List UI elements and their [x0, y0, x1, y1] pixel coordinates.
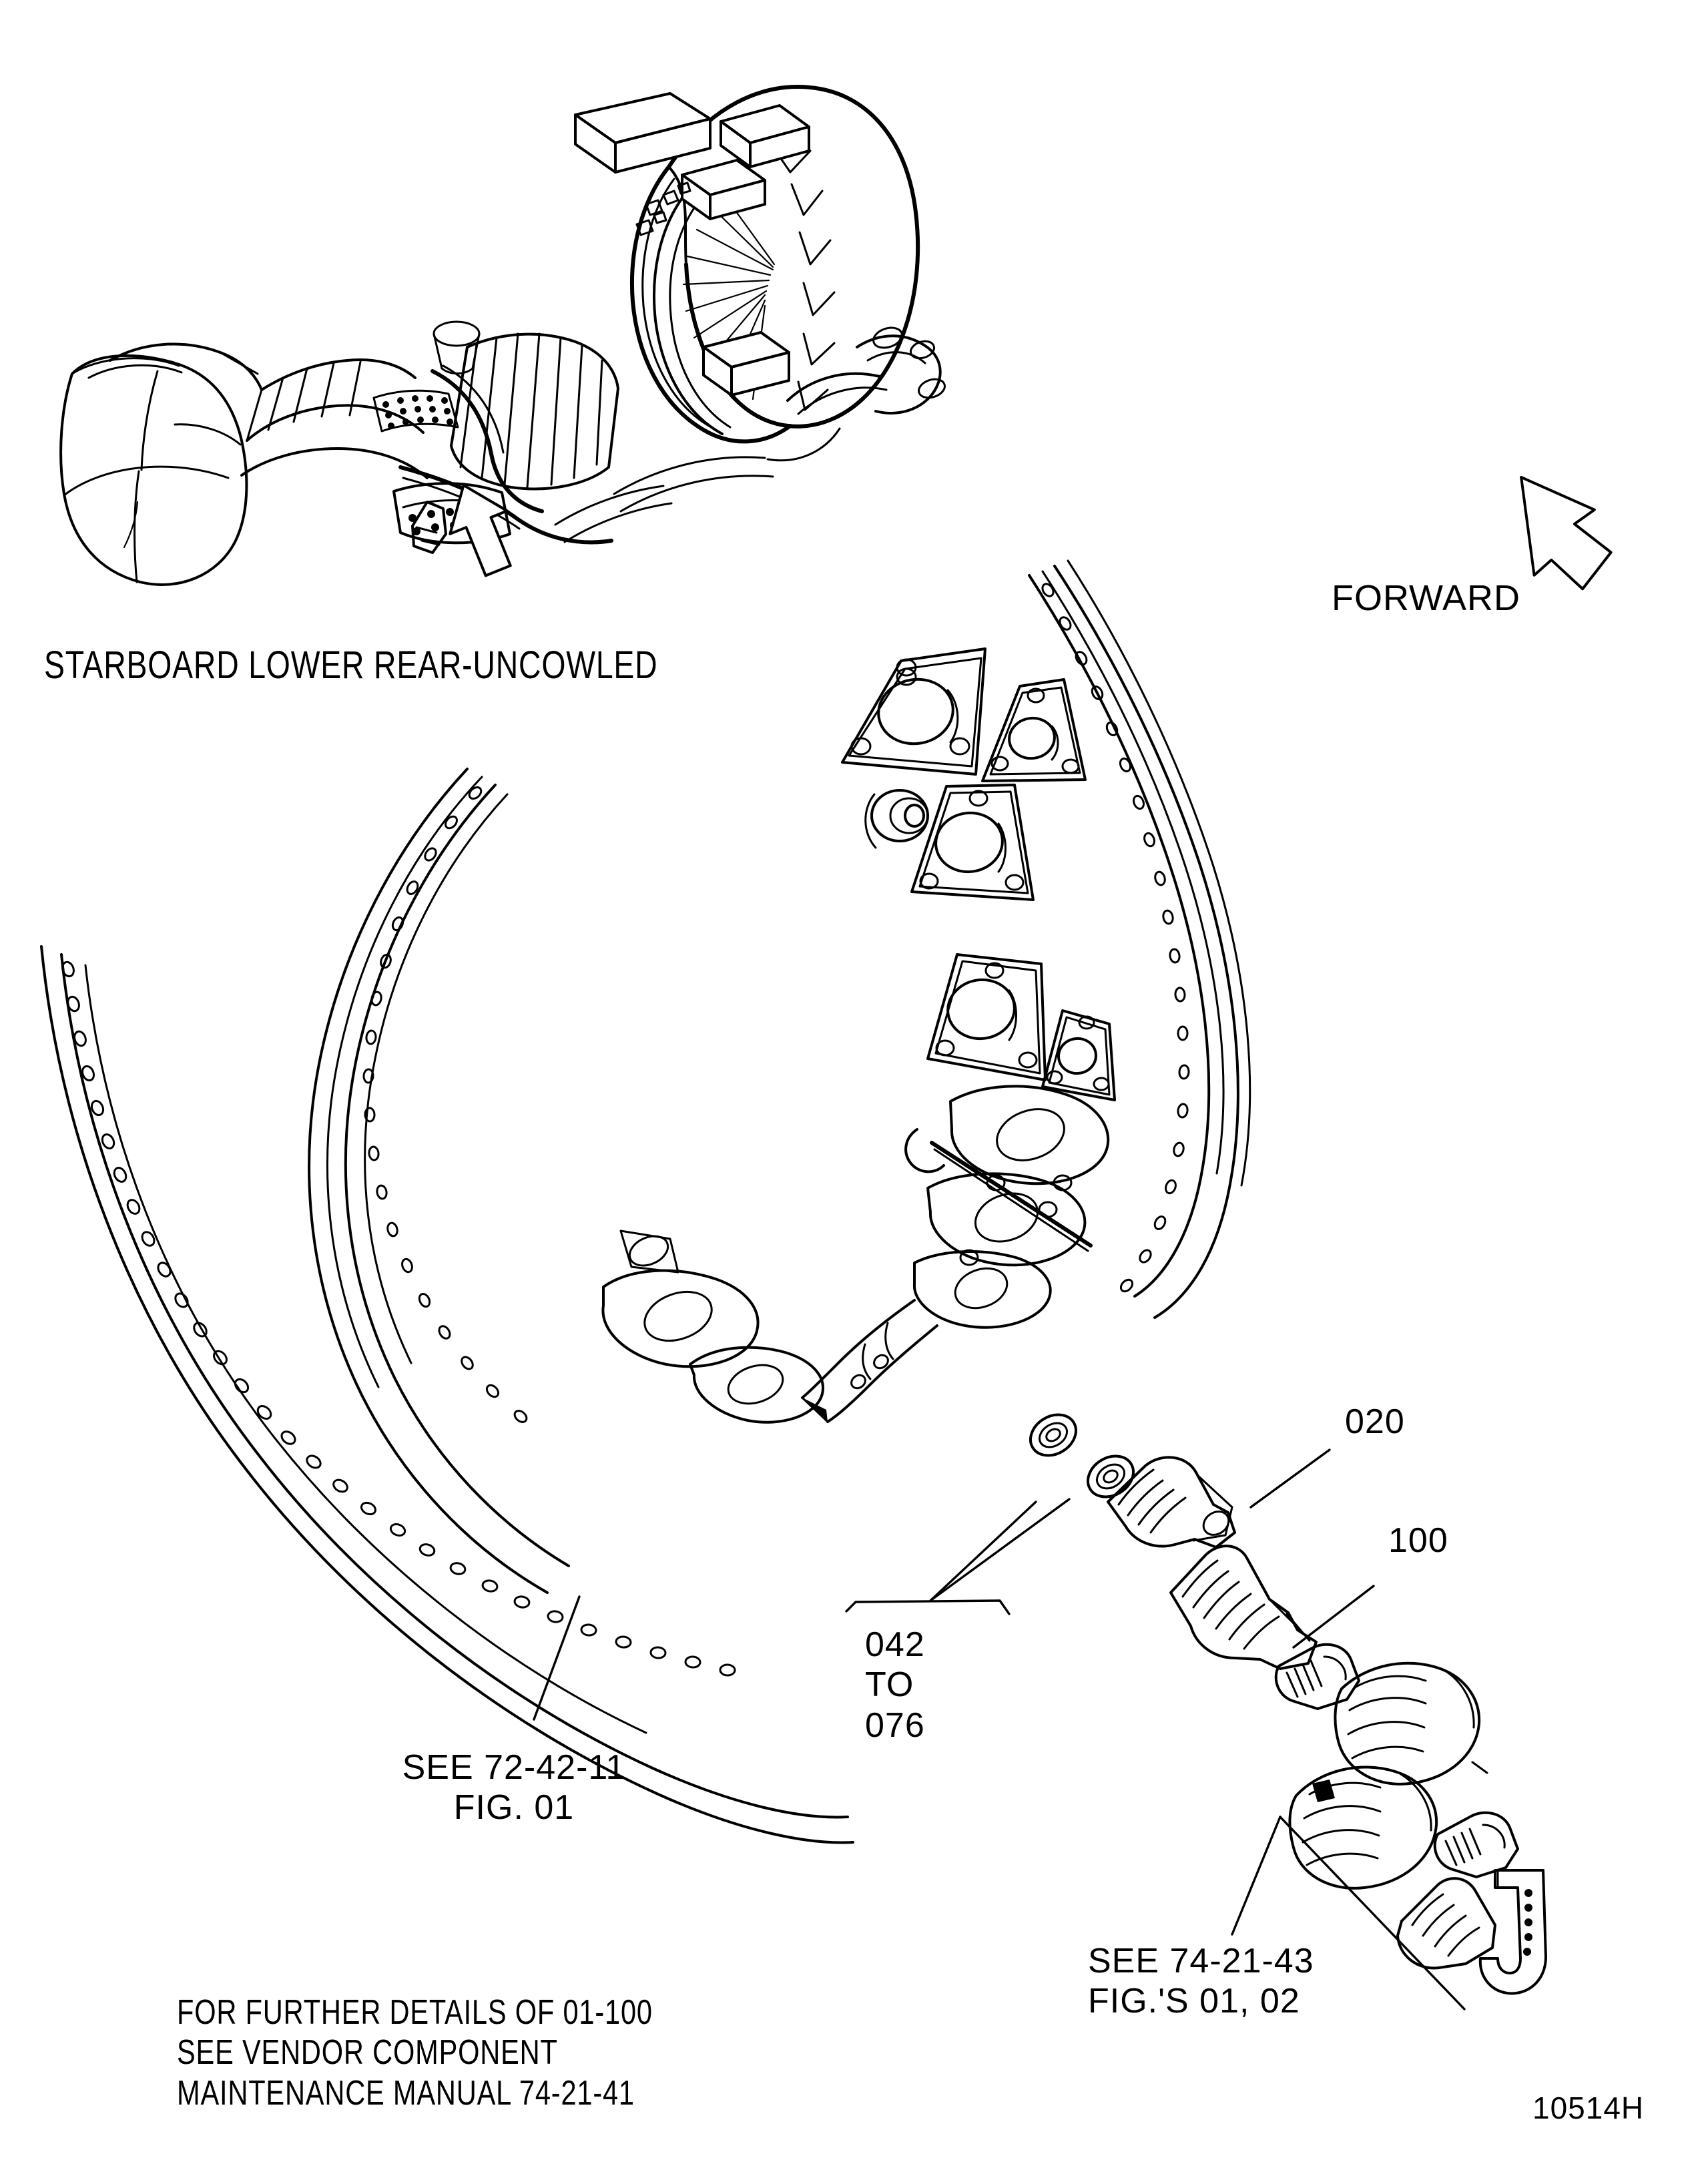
conduit-sleeve-2 — [1288, 1765, 1438, 1890]
reference-72-42-11-line-1: SEE 72-42-11 — [402, 1748, 626, 1787]
forward-arrow — [1520, 475, 1613, 591]
washer-2 — [1087, 1454, 1135, 1499]
figure-id: 10514H — [1532, 2091, 1645, 2125]
triangular-flange-gaskets-middle — [926, 953, 1116, 1101]
range-callout-bracket — [845, 1498, 1071, 1615]
acoustic-panel-perforations — [372, 389, 459, 433]
leader-line-ref-72-42-11 — [533, 1595, 581, 1721]
callout-100: 100 — [1388, 1521, 1448, 1560]
igniter-lead-100 — [1169, 1545, 1318, 1670]
ignition-lead-conduit-parts — [1274, 1643, 1547, 1995]
inset-caption: STARBOARD LOWER REAR-UNCOWLED — [44, 643, 658, 687]
vendor-manual-note-line-2: SEE VENDOR COMPONENT — [177, 2033, 558, 2073]
vendor-manual-note-line-1: FOR FURTHER DETAILS OF 01-100 — [177, 1993, 653, 2032]
igniter-washers — [1029, 1413, 1135, 1499]
leader-line-020 — [1249, 1448, 1331, 1509]
engine-air-scoop — [433, 320, 481, 374]
engine-core-accessory-section — [240, 320, 619, 545]
reference-72-42-11: SEE 72-42-11 FIG. 01 — [374, 1747, 654, 1828]
vendor-manual-note-line-3: MAINTENANCE MANUAL 74-21-41 — [177, 2073, 635, 2113]
igniter-mount-bracket-assembly — [801, 1085, 1110, 1423]
range-callout-line-2: TO — [865, 1665, 914, 1705]
conduit-sleeve-1 — [1334, 1661, 1488, 1786]
leader-line-100 — [1292, 1585, 1375, 1649]
right-duct-flange-strip — [1028, 559, 1251, 1319]
bushing-spacer — [864, 789, 929, 849]
detached-fitting-detail — [411, 501, 447, 554]
hose-clamp-2 — [1433, 1811, 1519, 1878]
hose-clamp-1 — [1274, 1643, 1360, 1710]
ignition-lead-elbow-fitting — [1396, 1869, 1547, 1995]
fan-case-fasteners — [635, 182, 691, 236]
triangular-flange-gaskets-upper — [841, 647, 1087, 901]
flange-gasket-b — [981, 678, 1087, 782]
vendor-manual-note: FOR FURTHER DETAILS OF 01-100 SEE VENDOR… — [177, 1992, 924, 2113]
flange-bolt-holes-outer — [61, 961, 736, 1677]
reference-74-21-43: SEE 74-21-43 FIG.'S 01, 02 — [1088, 1941, 1435, 2022]
flange-gasket-f — [1041, 1009, 1116, 1101]
outer-diffuser-case-flange-ring — [40, 945, 854, 1844]
inner-case-flange-ring — [308, 768, 824, 1594]
range-callout: 042 TO 076 — [865, 1625, 992, 1745]
range-callout-line-1: 042 — [865, 1625, 925, 1664]
flange-bolt-holes-inner — [362, 786, 528, 1423]
flange-gasket-d — [910, 784, 1035, 901]
washer-1 — [1029, 1413, 1077, 1457]
range-callout-line-3: 076 — [865, 1705, 925, 1745]
engine-inset-illustration — [59, 84, 946, 586]
flange-gasket-e — [926, 953, 1047, 1081]
igniter-plug-020 — [1107, 1456, 1236, 1549]
lower-cowl-structure — [554, 427, 841, 543]
forward-label: FORWARD — [1332, 578, 1520, 618]
engine-rear-mount — [786, 326, 946, 415]
view-direction-arrow — [449, 483, 512, 577]
flange-gasket-a — [841, 647, 986, 776]
fan-case-mounted-units — [574, 92, 810, 396]
reference-72-42-11-line-2: FIG. 01 — [453, 1788, 575, 1828]
engine-fan-case — [629, 84, 920, 444]
callout-020: 020 — [1345, 1402, 1405, 1441]
leader-line-ref-74-21-43 — [1231, 1816, 1466, 2010]
reference-74-21-43-line-1: SEE 74-21-43 — [1088, 1942, 1314, 1980]
reference-74-21-43-line-2: FIG.'S 01, 02 — [1088, 1982, 1300, 2021]
duct-strip-bolt-holes — [1041, 583, 1190, 1293]
engine-exhaust-nozzle — [59, 342, 263, 586]
inner-ring-mount-pads — [601, 1230, 824, 1424]
